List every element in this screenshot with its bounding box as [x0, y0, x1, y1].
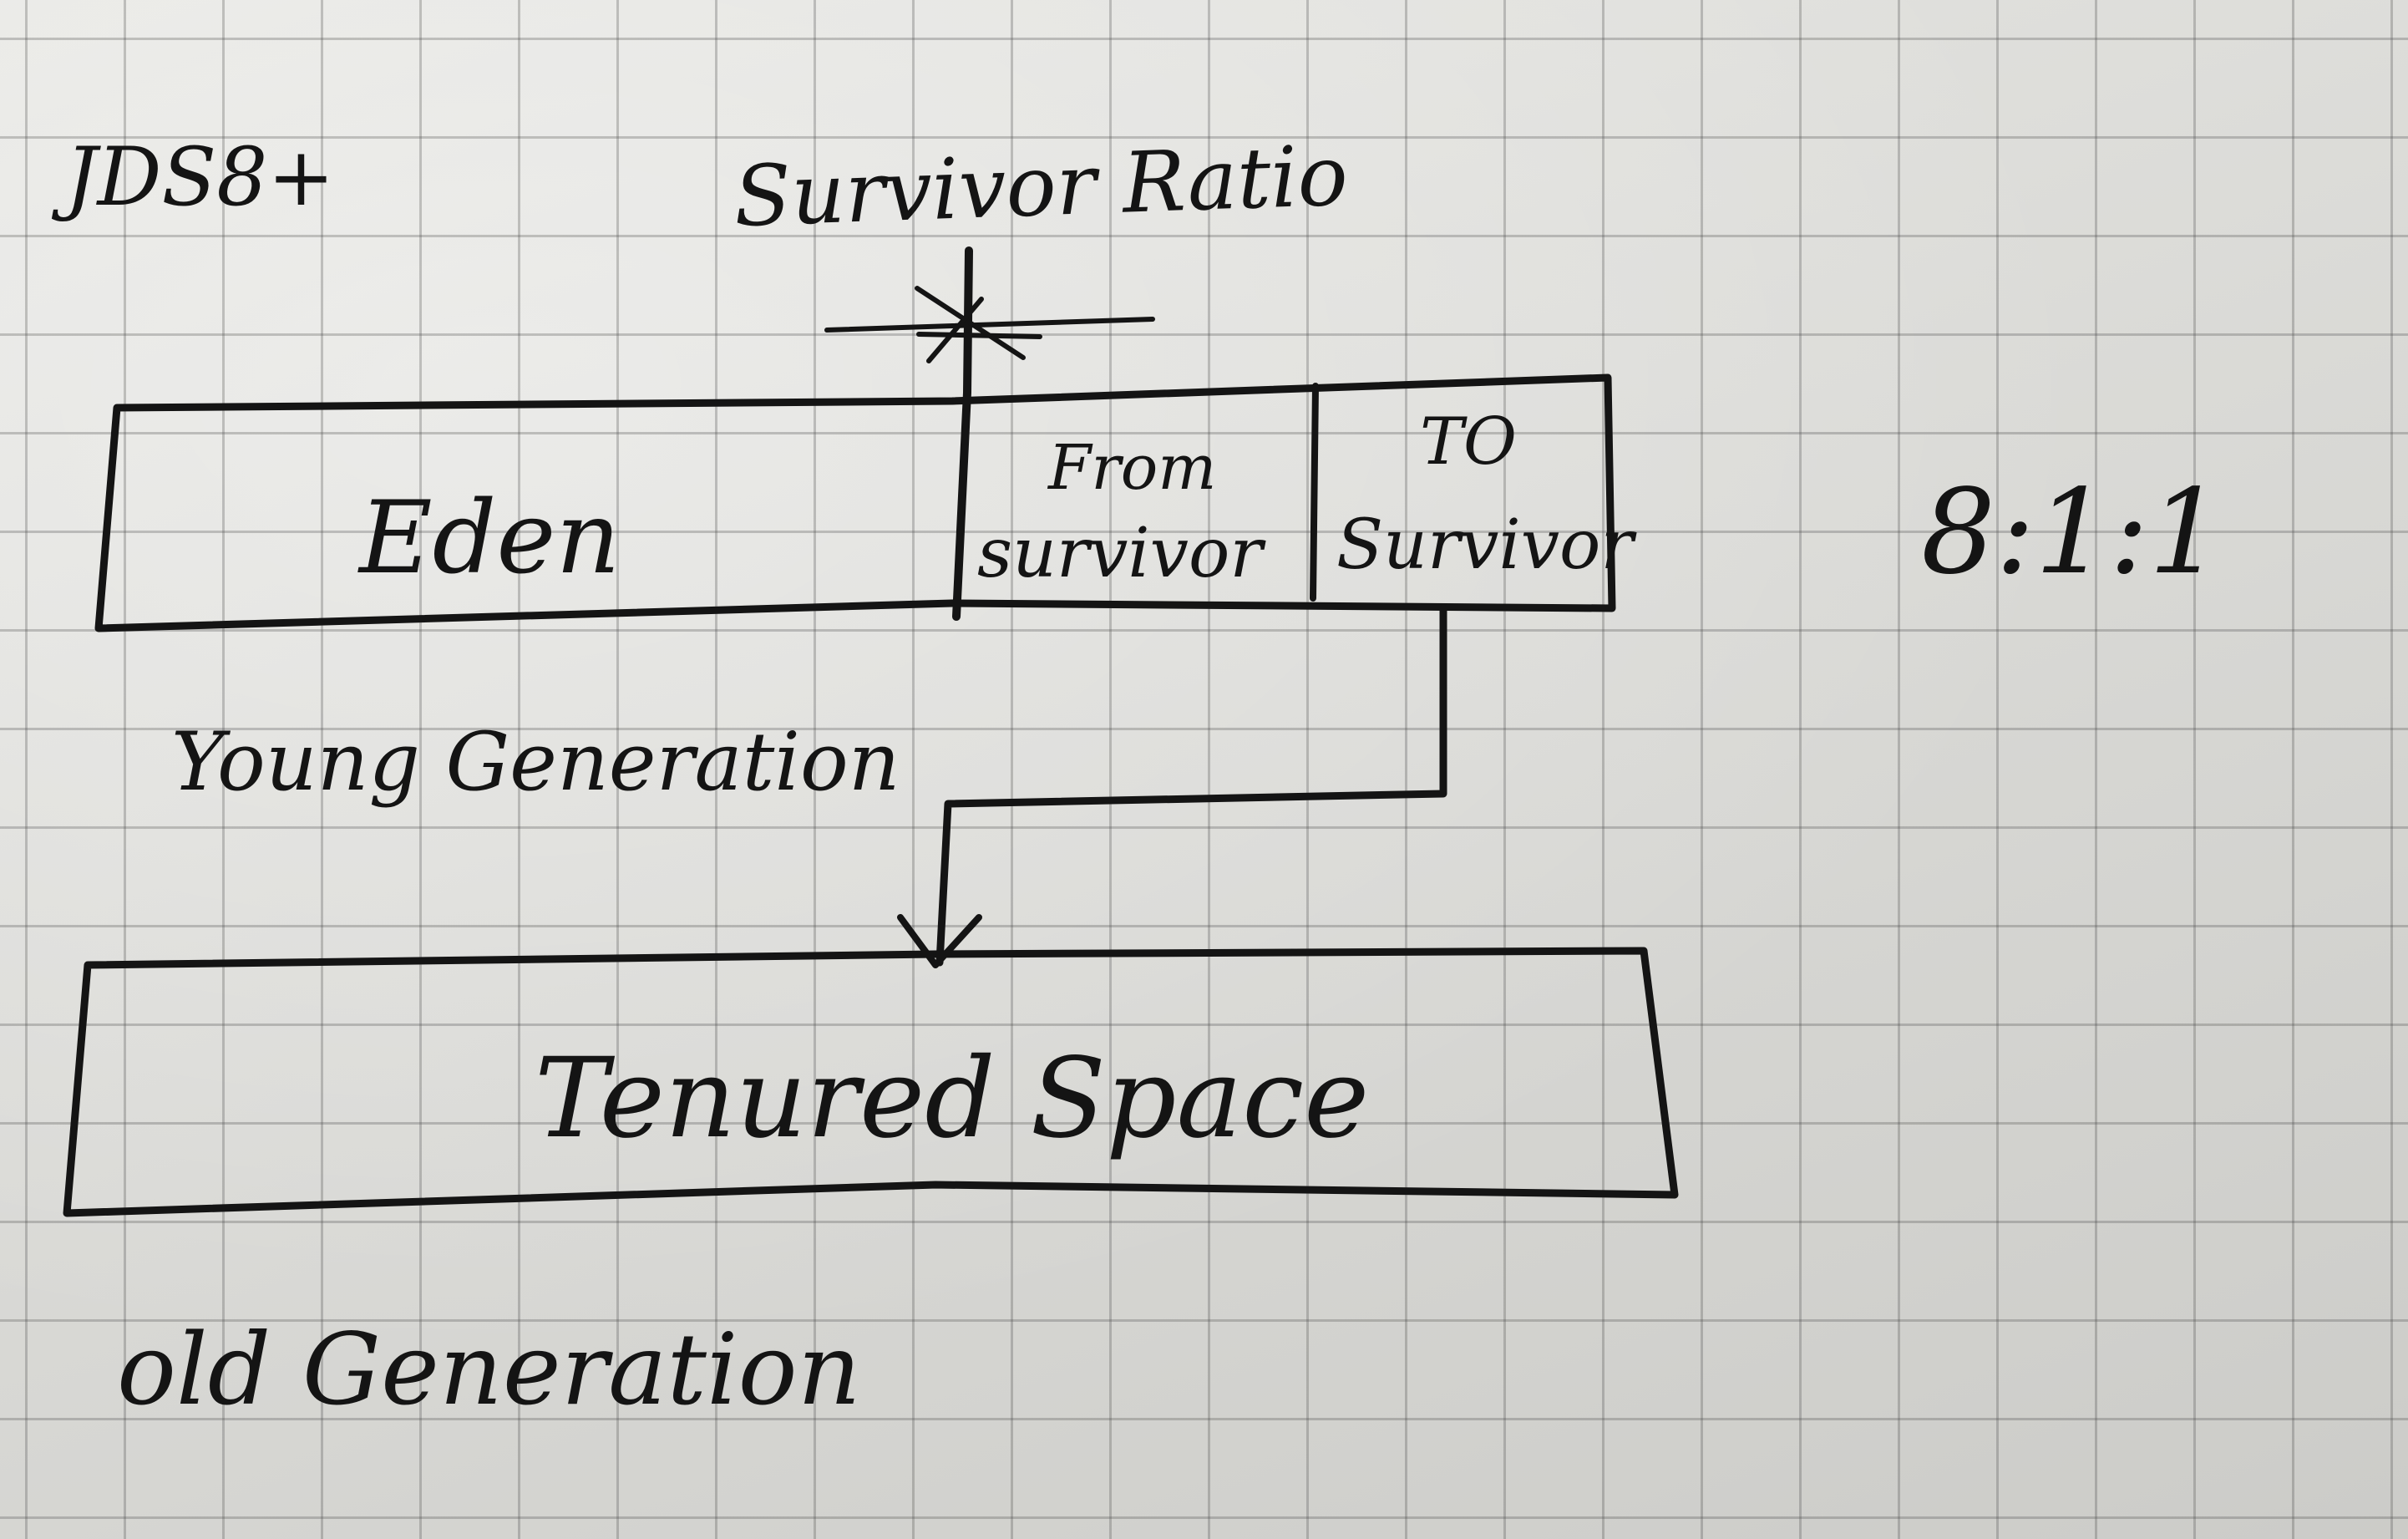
survivor-divider	[1310, 383, 1319, 602]
ratio-label: 8:1:1	[1921, 465, 2223, 601]
to-survivor-label-line1: TO	[1420, 404, 1517, 480]
from-survivor-label-line1: From	[1047, 432, 1216, 504]
old-generation-label: old Generation	[117, 1312, 861, 1427]
eden-label: Eden	[357, 480, 621, 597]
survivor-ratio-label: Survivor Ratio	[733, 126, 1350, 246]
eden-survivor-divider	[952, 246, 973, 621]
young-generation-label: Young Generation	[171, 715, 900, 809]
promotion-arrowhead	[897, 914, 982, 968]
tenured-space-label: Tenured Space	[535, 1034, 1369, 1163]
promotion-arrow	[935, 604, 1447, 967]
young-generation-box	[94, 373, 1616, 632]
tenured-space-box	[63, 947, 1679, 1217]
from-survivor-label-line2: survivor	[977, 514, 1266, 593]
survivor-ratio-marker	[824, 286, 1155, 363]
version-note: JDS8+	[51, 130, 335, 224]
to-survivor-label-line2: Survivor	[1336, 505, 1637, 585]
